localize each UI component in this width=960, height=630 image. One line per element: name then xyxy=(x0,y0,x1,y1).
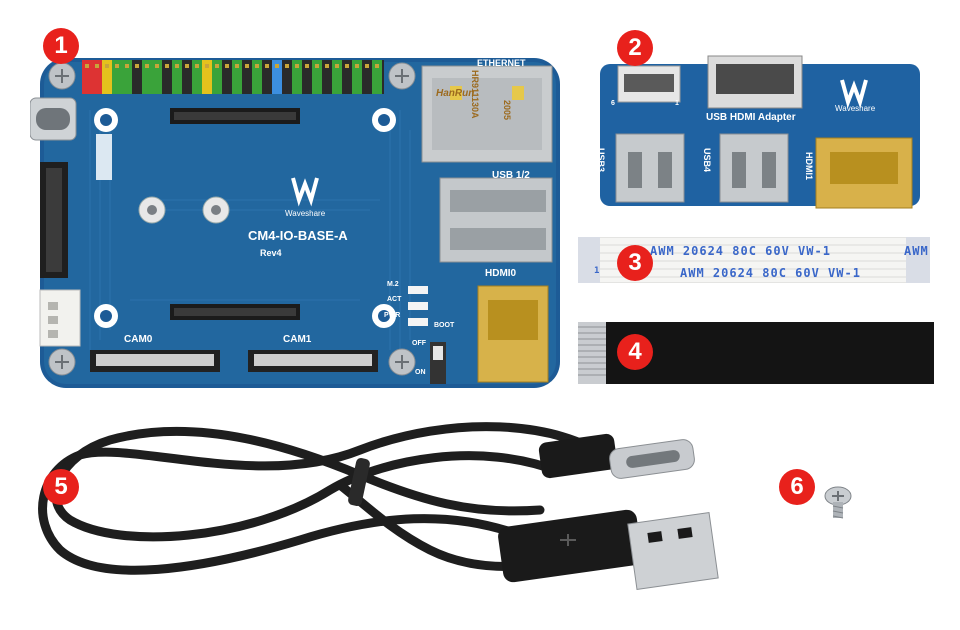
boot-label: BOOT xyxy=(434,322,455,329)
badge-item-3: 3 xyxy=(617,245,653,281)
badge-item-5: 5 xyxy=(43,469,79,505)
badge-item-1: 1 xyxy=(43,28,79,64)
cam0-label: CAM0 xyxy=(124,334,153,345)
adapter-usb3-label: USB3 xyxy=(596,148,606,173)
badge-item-6: 6 xyxy=(779,469,815,505)
cable-print-edge-1: 1 xyxy=(594,266,601,276)
led-pwr-label: PWR xyxy=(384,312,401,319)
screw xyxy=(824,486,852,519)
on-label: ON xyxy=(415,369,426,376)
led-m2-label: M.2 xyxy=(387,281,399,288)
jack-text-1: HanRun xyxy=(436,88,475,99)
off-label: OFF xyxy=(412,340,426,347)
adapter-hdmi1-label: HDMI1 xyxy=(804,152,814,181)
adapter-brand: Waveshare xyxy=(835,104,876,113)
usb-cable xyxy=(38,422,719,590)
jack-text-3: 2005 xyxy=(502,100,512,121)
board-model-label: CM4-IO-BASE-A xyxy=(248,228,348,243)
adapter-pin6: 6 xyxy=(611,100,615,107)
adapter-title: USB HDMI Adapter xyxy=(706,112,796,123)
badge-item-4: 4 xyxy=(617,334,653,370)
usb12-label: USB 1/2 xyxy=(492,170,530,181)
cam1-label: CAM1 xyxy=(283,334,312,345)
fpc-cable-black xyxy=(578,322,934,384)
usb-hdmi-adapter xyxy=(600,55,920,209)
badge-item-2: 2 xyxy=(617,30,653,66)
led-act-label: ACT xyxy=(387,296,402,303)
cable-print-line1: AWM 20624 80C 60V VW-1 xyxy=(650,244,831,258)
jack-text-2: HR911130A xyxy=(470,70,480,119)
ethernet-label: ETHERNET xyxy=(477,58,526,68)
io-base-board xyxy=(30,58,560,388)
board-revision-label: Rev4 xyxy=(260,248,282,258)
board-brand-label: Waveshare xyxy=(285,209,326,218)
cable-print-line2: AWM 20624 80C 60V VW-1 xyxy=(680,266,861,280)
adapter-pin1: 1 xyxy=(675,100,679,107)
hdmi0-label: HDMI0 xyxy=(485,268,517,279)
adapter-usb4-label: USB4 xyxy=(702,148,712,173)
cable-print-edge-awm: AWM xyxy=(904,244,929,258)
